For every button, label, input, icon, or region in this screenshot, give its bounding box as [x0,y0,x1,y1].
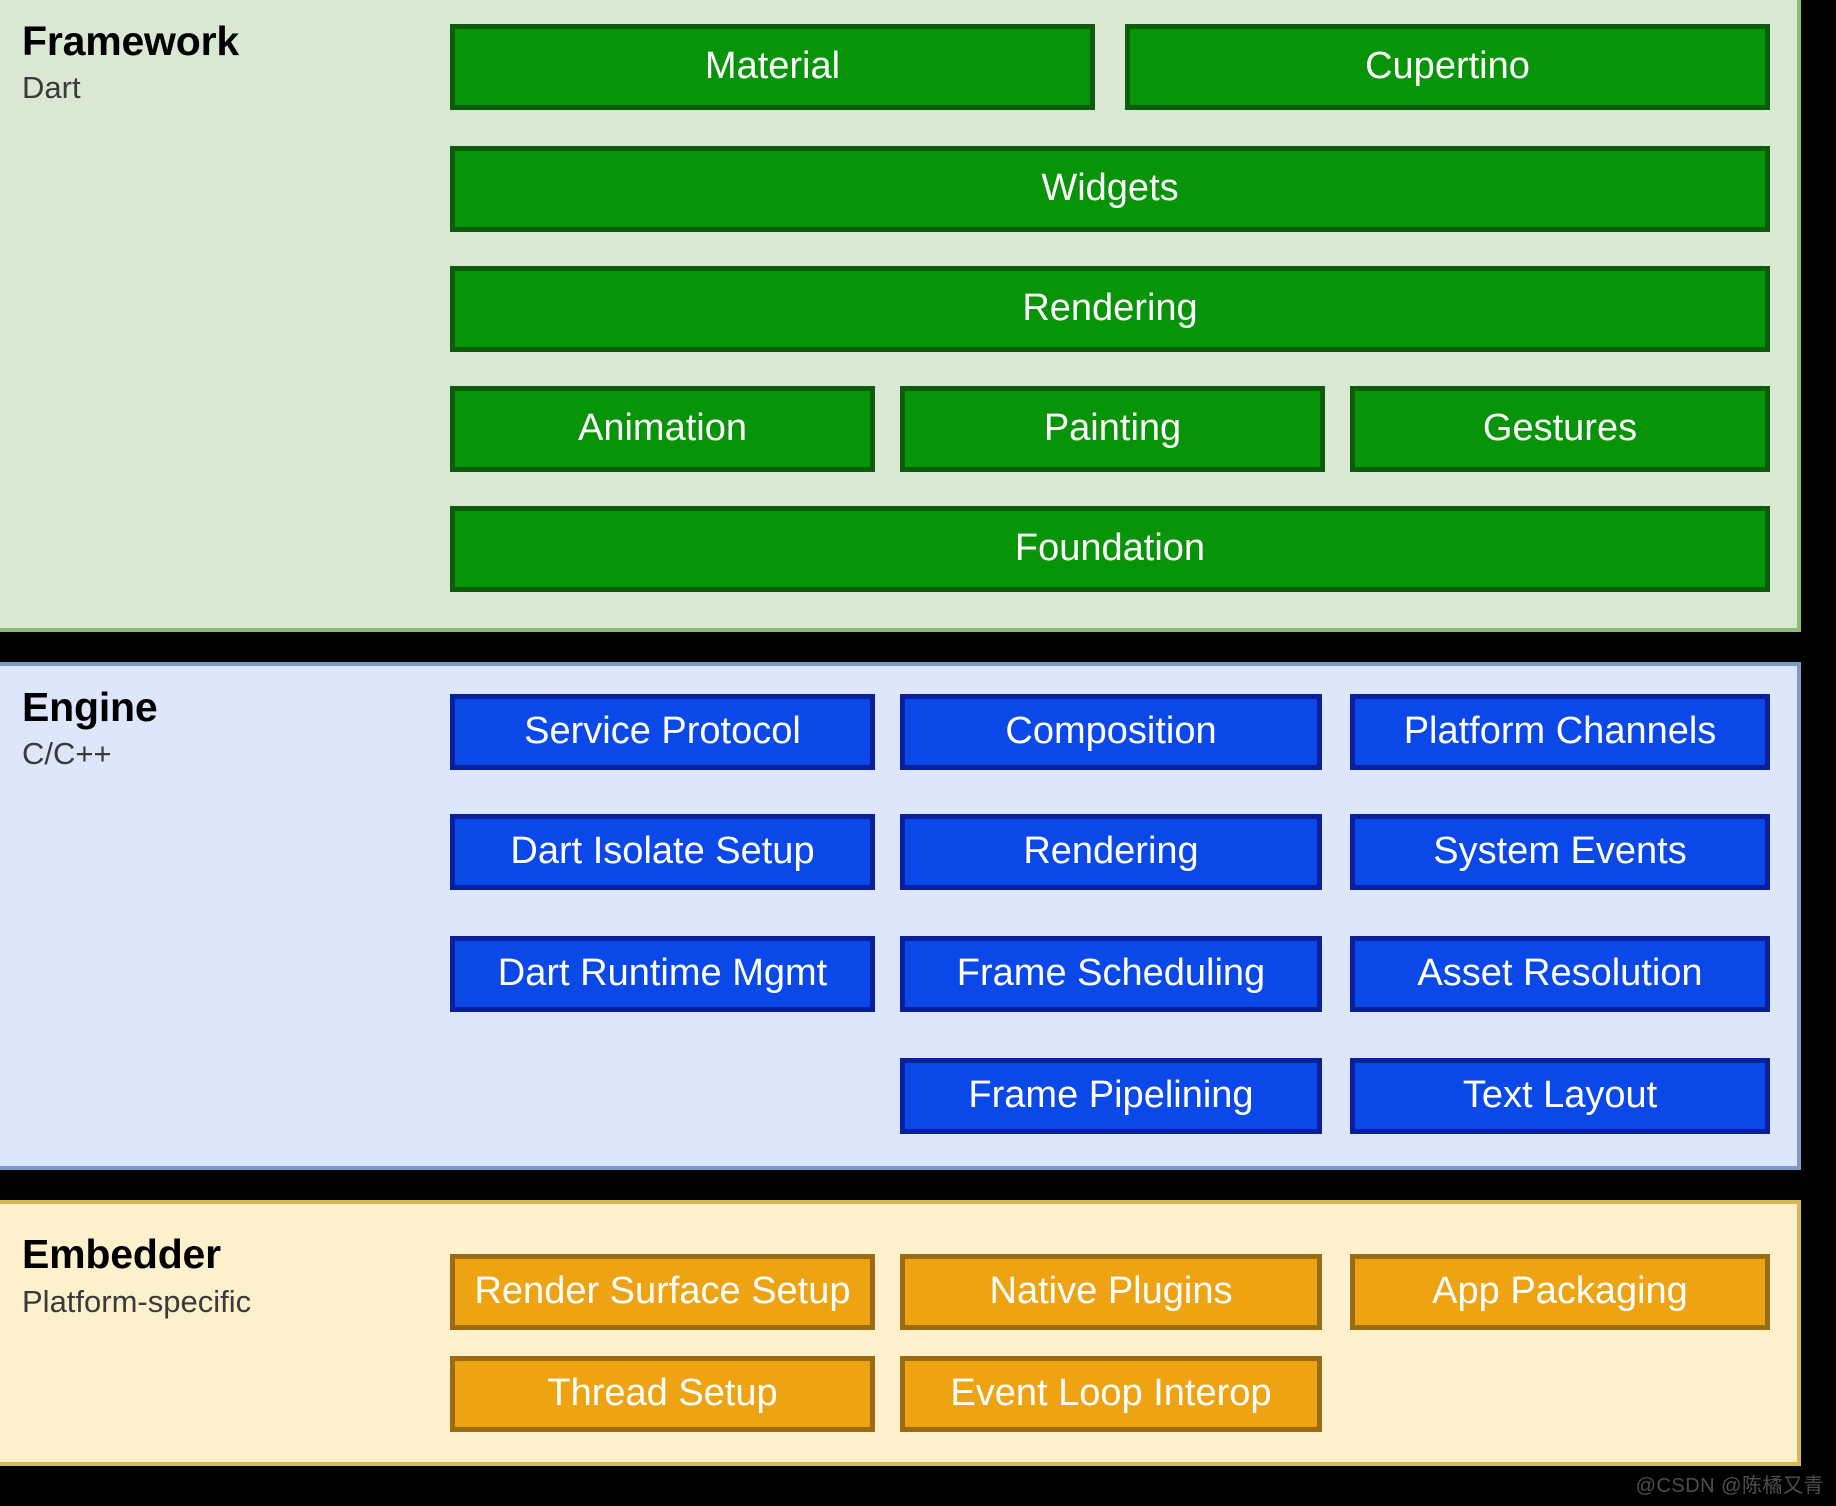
module-box: Frame Pipelining [900,1058,1322,1134]
module-box: Cupertino [1125,24,1770,110]
module-box: Composition [900,694,1322,770]
module-box: Material [450,24,1095,110]
csdn-watermark: @CSDN @陈橘又青 [1635,1475,1824,1497]
module-box: Rendering [450,266,1770,352]
module-box: Dart Runtime Mgmt [450,936,875,1012]
layer-embedder: Embedder Platform-specific Render Surfac… [0,1200,1801,1466]
module-box: Asset Resolution [1350,936,1770,1012]
module-box: Rendering [900,814,1322,890]
module-box: Dart Isolate Setup [450,814,875,890]
layer-engine: Engine C/C++ Service Protocol Composition… [0,662,1801,1170]
module-box: Platform Channels [1350,694,1770,770]
module-box: Gestures [1350,386,1770,472]
module-box: Widgets [450,146,1770,232]
module-box: Native Plugins [900,1254,1322,1330]
layer-framework-subtitle: Dart [22,70,81,105]
module-box: Text Layout [1350,1058,1770,1134]
module-box: Foundation [450,506,1770,592]
module-box: Painting [900,386,1325,472]
module-box: Thread Setup [450,1356,875,1432]
module-box: System Events [1350,814,1770,890]
layer-framework-title: Framework [22,18,239,64]
layer-embedder-subtitle: Platform-specific [22,1284,252,1319]
module-box: Render Surface Setup [450,1254,875,1330]
layer-engine-title: Engine [22,684,158,730]
module-box: Animation [450,386,875,472]
layer-embedder-title: Embedder [22,1231,221,1277]
module-box: App Packaging [1350,1254,1770,1330]
module-box: Service Protocol [450,694,875,770]
module-box: Event Loop Interop [900,1356,1322,1432]
layer-engine-subtitle: C/C++ [22,736,112,771]
module-box: Frame Scheduling [900,936,1322,1012]
